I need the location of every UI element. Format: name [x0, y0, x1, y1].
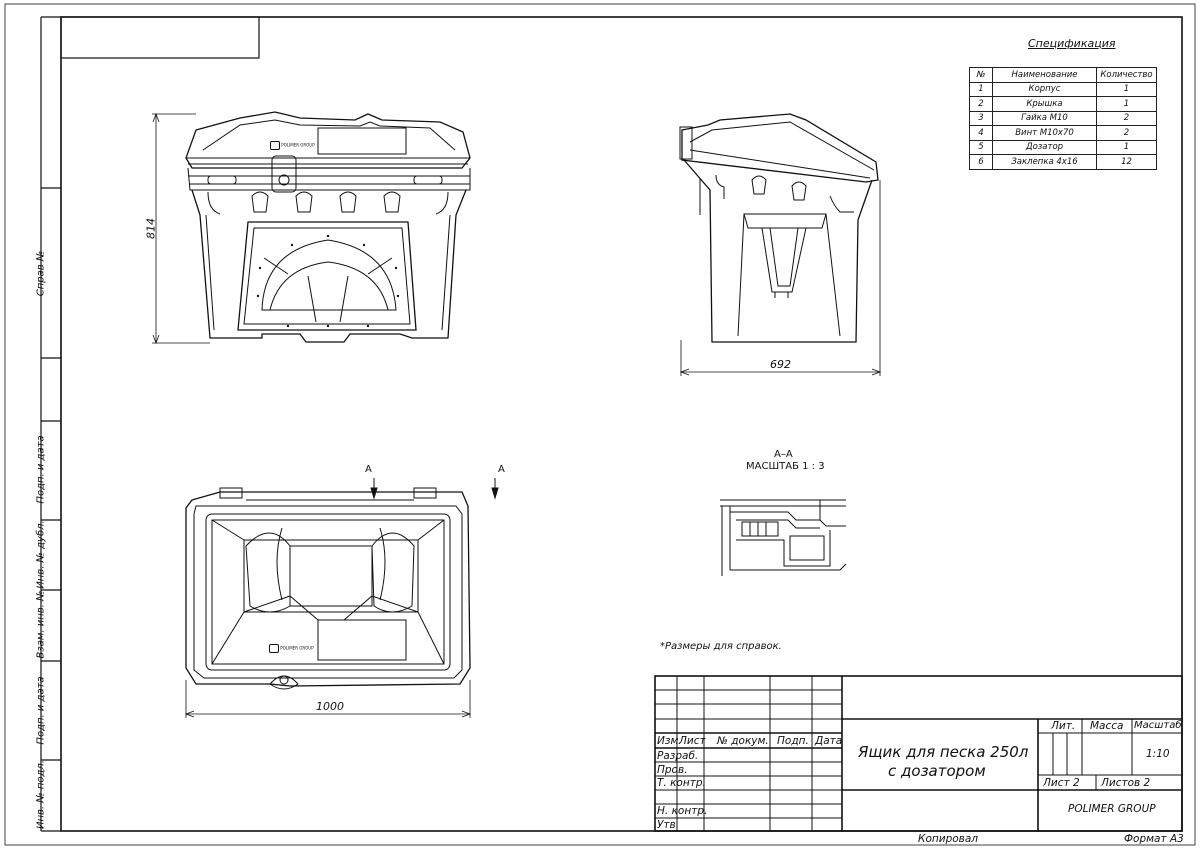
tb-n-dokum: № докум. [717, 735, 769, 747]
footer-format: Формат А3 [1124, 833, 1184, 845]
left-strip-inv-podl: Инв. № подл. [35, 760, 47, 829]
tb-product-name-line2: с дозатором [888, 762, 986, 780]
tb-podp: Подп. [777, 735, 809, 747]
front-view [185, 111, 471, 343]
left-strip-inv-dubl: Инв. № дубл. [35, 520, 47, 589]
section-marker-right: А [498, 464, 505, 475]
dimension-label-1000: 1000 [316, 700, 344, 713]
title-block-grid [654, 675, 1183, 832]
left-strip-vzam-inv: Взам. инв. № [35, 590, 47, 659]
section-arrows [370, 478, 499, 500]
section-title: А–А [774, 449, 793, 460]
spec-header-qty: Количество [1096, 67, 1157, 83]
section-a-a-detail [720, 499, 847, 576]
left-strip-podp-data-2: Подп. и дата [35, 676, 47, 745]
footer-kopiroval: Копировал [918, 833, 978, 845]
tb-n-kontr: Н. контр. [657, 805, 708, 817]
top-view [185, 487, 471, 690]
tb-prov: Пров. [657, 764, 688, 776]
tb-massa: Масса [1090, 720, 1124, 732]
tb-company: POLIMER GROUP [1068, 803, 1156, 815]
tb-t-kontr: Т. контр. [657, 777, 706, 789]
front-rivets [256, 234, 400, 328]
dimension-814 [152, 112, 210, 345]
inner-frame [60, 16, 1183, 832]
dimension-1000 [184, 680, 472, 718]
left-strip [40, 16, 61, 832]
side-view [679, 113, 879, 343]
spec-header-name: Наименование [992, 67, 1097, 83]
section-scale: МАСШТАБ 1 : 3 [746, 461, 825, 472]
tb-masshtab: Масштаб [1134, 720, 1182, 731]
tb-sheets: Листов 2 [1101, 777, 1151, 789]
tb-sheet: Лист 2 [1043, 777, 1080, 789]
spec-header-no: № [969, 67, 993, 83]
tb-scale-value: 1:10 [1146, 748, 1170, 760]
tb-izm: Изм. [657, 735, 682, 747]
dimension-label-692: 692 [770, 358, 791, 371]
reference-note: *Размеры для справок. [660, 641, 782, 652]
top-left-stamp-box [60, 16, 260, 59]
tb-lit: Лит. [1051, 720, 1076, 732]
spec-title: Спецификация [1028, 37, 1116, 50]
dimension-label-814: 814 [144, 218, 158, 239]
dimension-692 [679, 180, 882, 376]
outer-frame [4, 3, 1196, 846]
tb-utv: Утв. [657, 819, 680, 831]
front-logo: POLIMER GROUP [270, 141, 315, 150]
spec-header-row: № Наименование Количество [969, 67, 1157, 83]
section-marker-left: А [365, 464, 372, 475]
tb-razrab: Разраб. [657, 750, 699, 762]
tb-data: Дата [815, 735, 843, 747]
left-strip-podp-data-1: Подп. и дата [35, 435, 47, 504]
tb-product-name-line1: Ящик для песка 250л [858, 743, 1029, 761]
top-logo: POLIMER GROUP [269, 644, 314, 653]
left-strip-sprav: Справ № [35, 250, 47, 297]
tb-list: Лист [679, 735, 706, 747]
